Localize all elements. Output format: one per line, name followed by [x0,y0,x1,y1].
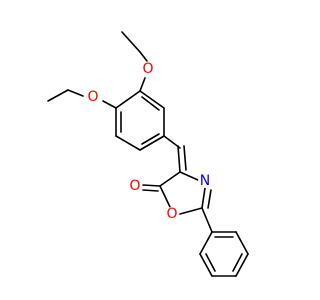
atom-o-ring: O [165,206,179,222]
bond-exocyclic-double-2 [183,145,187,171]
atom-o-ring-label: O [166,206,177,222]
bond-ring1-inner-2 [141,133,160,145]
bond-ethyl-lower-2 [67,89,84,97]
atom-labels: O O N O O [86,61,212,222]
bond-c2-n-2 [207,189,212,209]
bond-ethyl-lower-1 [47,89,69,102]
bond-exocyclic-double-1 [177,145,181,173]
bond-n-c4 [179,171,199,181]
atom-o-ether-lower-label: O [87,89,98,105]
bond-ph-e [199,253,213,277]
bond-c4-c5 [159,171,181,187]
bond-ring1-d [139,135,165,151]
atom-o-ether-upper-label: O [142,61,153,77]
bond-ethyl-upper-1 [121,31,141,53]
atom-n-ring: N [198,173,212,189]
bond-ph-inner-3 [205,253,216,272]
atom-o-ether-lower: O [86,89,100,105]
molecule-structure: O O N O O [47,31,249,277]
bond-ring1-a [115,90,141,109]
bond-o-ring-c2 [179,207,203,215]
bond-ph-inner-2 [232,253,243,272]
bond-ethyl-upper-2 [139,51,148,62]
bond-c5-o-carbonyl-2 [142,189,159,192]
bond-c2-phenyl [201,207,213,233]
bond-ph-c [235,253,249,277]
bond-c5-o-carbonyl-1 [142,184,161,187]
bond-o-upper-ring [139,77,146,92]
bonds [47,31,249,277]
atom-o-carbonyl: O [128,178,142,194]
bond-ring1-f [139,90,165,109]
atom-o-carbonyl-label: O [129,178,140,194]
atom-n-ring-label: N [200,173,210,189]
bond-ring1-inner-3 [141,96,160,111]
bond-c2-n-1 [201,187,206,209]
bond-ring1-c [115,135,141,151]
bond-ph-b [235,231,249,255]
atom-o-ether-upper: O [141,61,155,77]
bond-c5-o-ring [159,185,171,208]
molecule-canvas: O O N O O [47,31,249,277]
bond-ph-f [199,231,213,255]
bond-o-lower-ring [102,100,117,109]
